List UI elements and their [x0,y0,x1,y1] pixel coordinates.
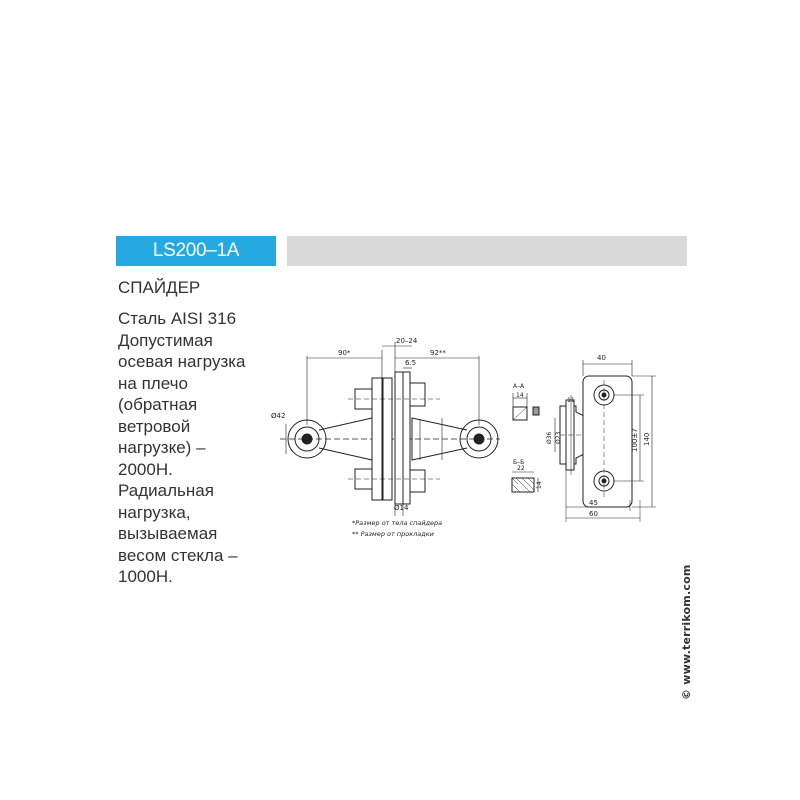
dim-left-span: 90* [338,349,351,357]
dim-offset: 6.5 [405,359,416,367]
model-badge: LS200–1A [116,236,276,266]
dim-plate-height: 140 [643,433,651,446]
dim-plate-width: 40 [597,354,606,362]
section-a-dim: 14 [516,392,524,399]
dim-right-span: 92** [430,349,446,357]
watermark-text: © www.terrikom.com [680,564,693,701]
drawing-note-2: ** Размер от прокладки [352,530,434,538]
plate-front [582,375,633,508]
dim-plate-bottom-2: 60 [589,510,598,518]
dim-rod-dia: Ø14 [394,504,409,512]
section-b-side: 14 [536,481,543,489]
bolt-bottom-right [409,469,426,493]
dim-disk-dia: Ø42 [271,412,285,420]
dim-plate-dia-1: Ø36 [546,431,553,444]
section-a-label: А–А [513,383,525,390]
section-b-label: Б–Б [513,459,524,466]
dim-top-gap: 20–24 [396,337,418,345]
bolt-top-right [409,382,426,407]
dim-plate-dia-2: Ø23 [555,431,562,444]
product-name: СПАЙДЕР [118,278,201,297]
spider-body [371,377,383,501]
dim-plate-span: 100±7 [631,428,639,452]
spider-arm-right [411,417,468,461]
header-bar [287,236,687,266]
section-b-dim: 22 [517,465,525,472]
drawing-note-1: *Размер от тела спайдера [352,519,442,527]
product-description: Сталь AISI 316 Допустимая осевая нагрузк… [118,309,246,586]
dim-plate-bottom-1: 45 [589,499,598,507]
dim-plate-hole: 11 [567,397,575,404]
